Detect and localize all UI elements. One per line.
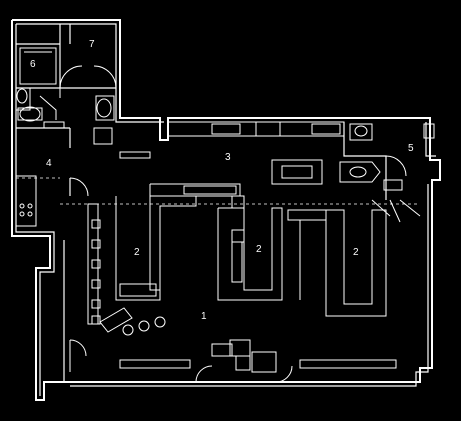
room-5-bathroom xyxy=(339,122,435,217)
room-label-2-left: 2 xyxy=(134,247,140,258)
room-label-2-right: 2 xyxy=(353,247,359,258)
room-1-main xyxy=(69,203,397,383)
room-4-kitchen xyxy=(15,175,89,227)
room-label-2-middle: 2 xyxy=(256,244,262,255)
room-label-3: 3 xyxy=(225,152,231,163)
room-label-1: 1 xyxy=(201,311,207,322)
room-labels: 1 2 2 2 3 4 5 6 7 xyxy=(30,39,414,322)
room-3-corridor xyxy=(60,121,420,205)
room-label-6: 6 xyxy=(30,59,36,70)
room-2-right xyxy=(287,199,401,317)
room-label-4: 4 xyxy=(46,158,52,169)
room-label-7: 7 xyxy=(89,39,95,50)
service-block xyxy=(15,24,117,148)
room-label-5: 5 xyxy=(408,143,414,154)
room-2-left xyxy=(115,183,241,301)
room-2-middle xyxy=(217,195,283,301)
